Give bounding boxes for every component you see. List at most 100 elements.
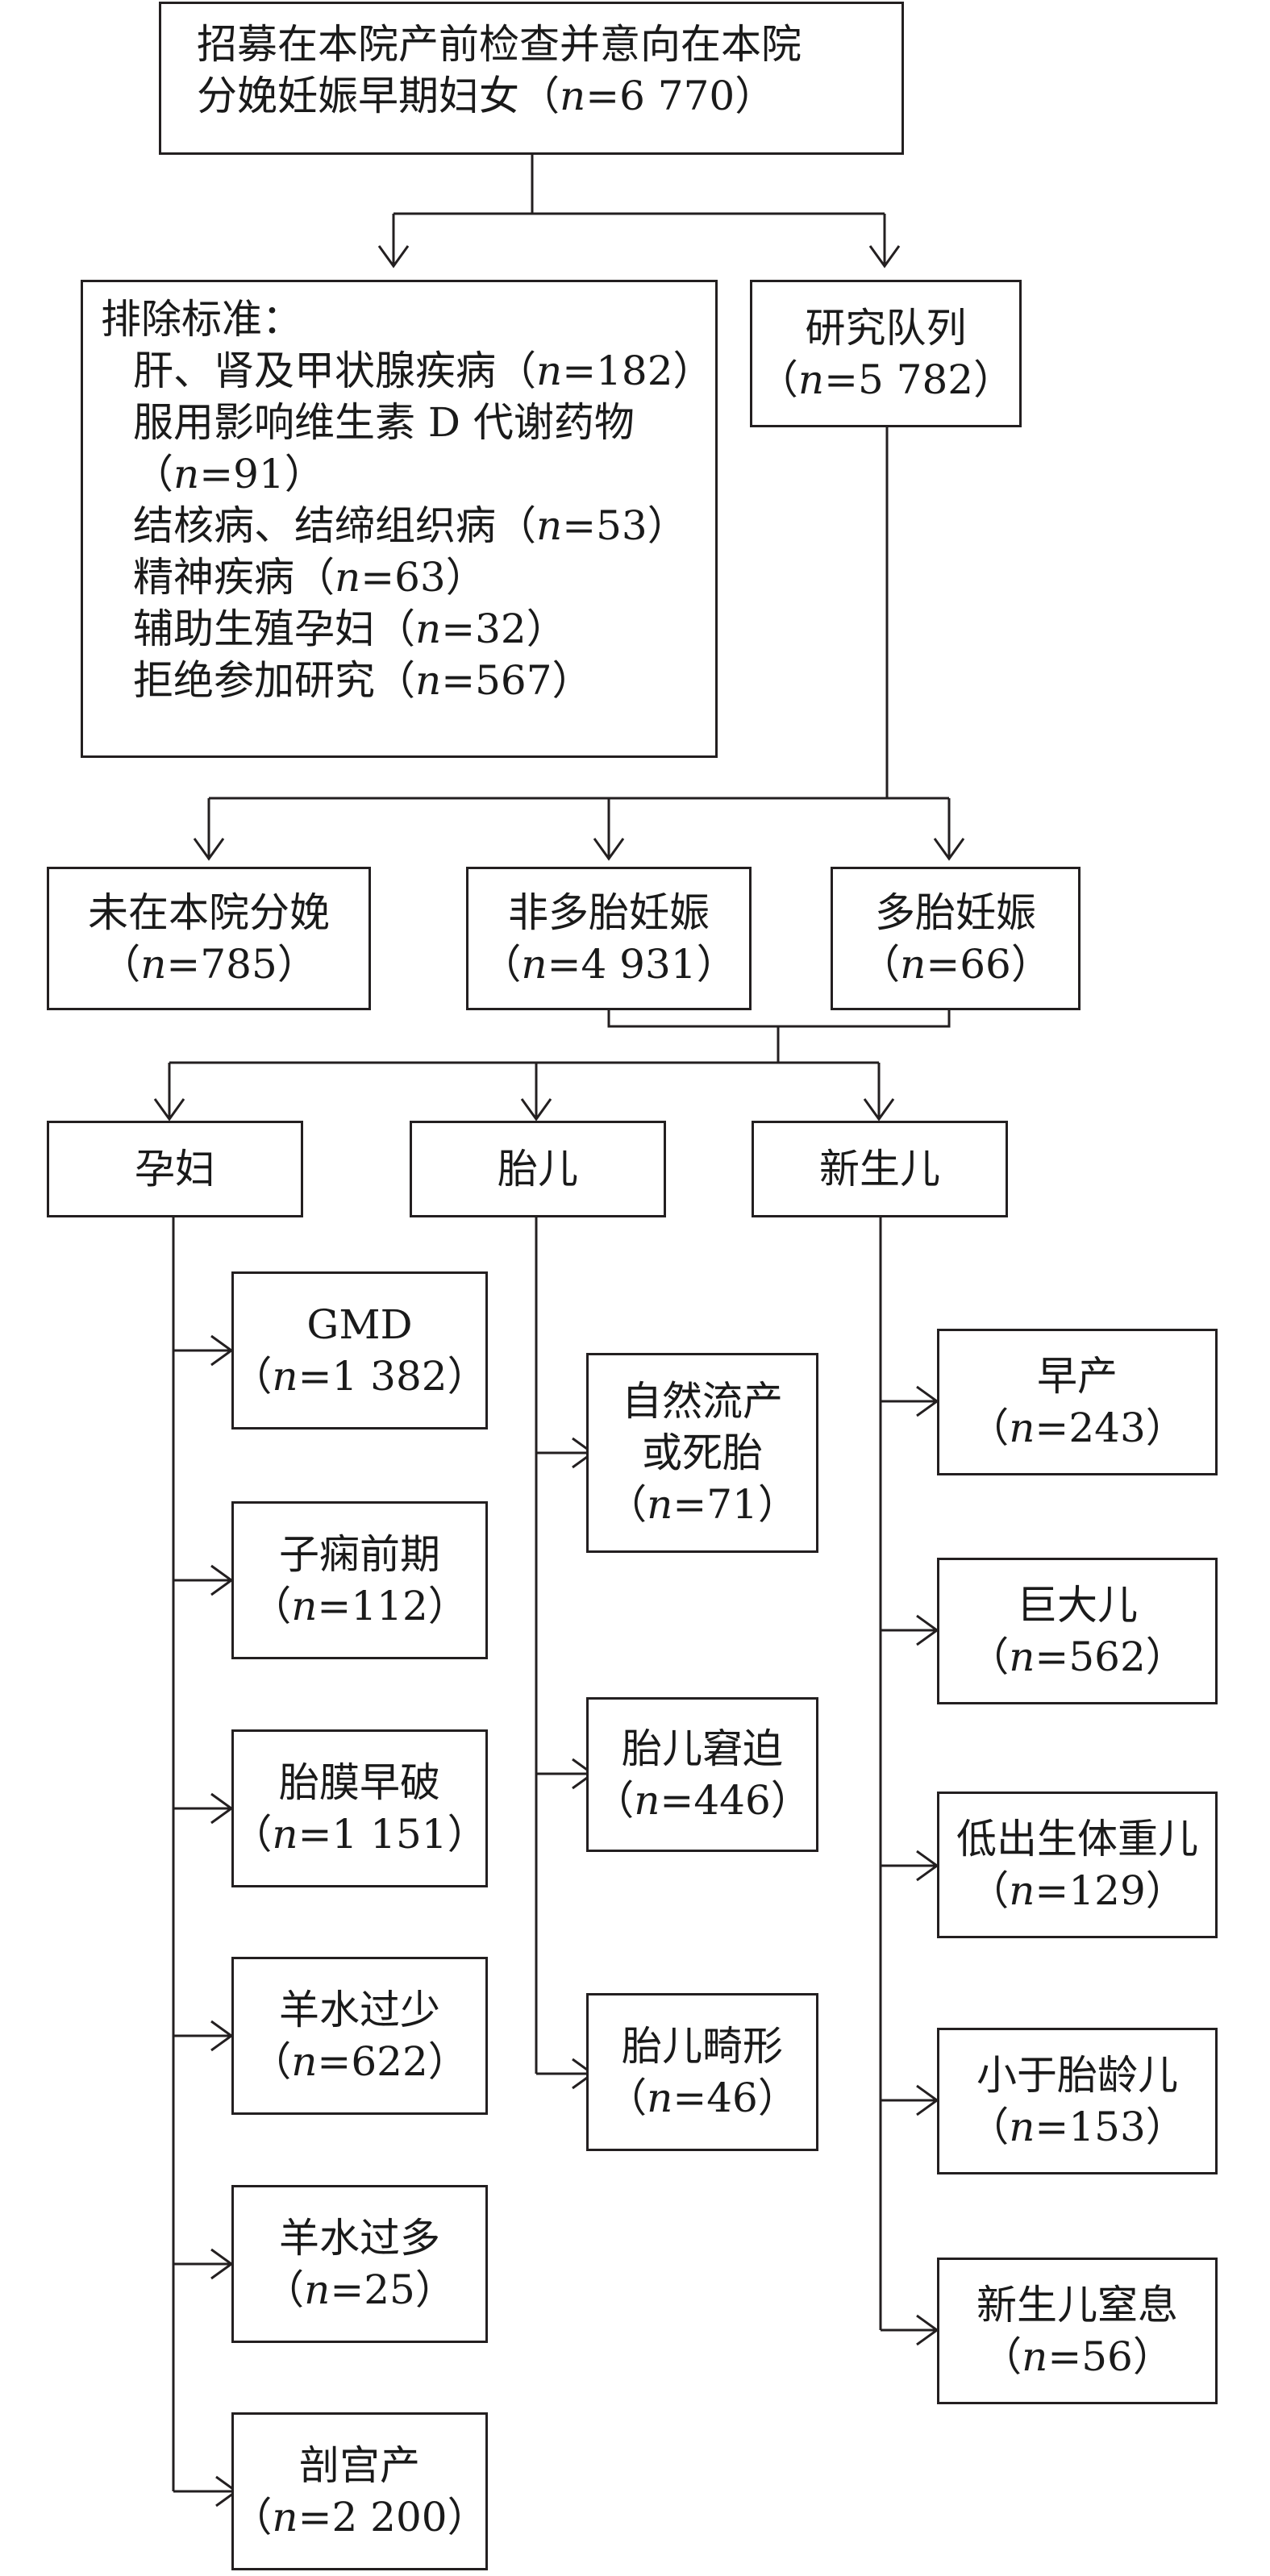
exclusion-item-n: n [173,451,200,497]
neonatal-outcome-box: 巨大儿（n=562） [937,1558,1218,1704]
exclusion-item-value: =32） [441,606,567,652]
maternal-outcome-open: （ [251,1583,292,1629]
fetal-outcome-label: 胎儿窘迫 [622,1725,783,1772]
maternal-outcome-value: =1 382） [298,1353,488,1400]
neonatal-outcome-box: 小于胎龄儿（n=153） [937,2028,1218,2174]
maternal-outcome-label: 羊水过少 [279,1987,440,2033]
not-delivered-label: 未在本院分娩 [88,889,330,936]
exclusion-item: 拒绝参加研究（n=567） [133,655,715,706]
maternal-outcome-count: （n=112） [251,1580,468,1632]
maternal-outcome-open: （ [231,2494,273,2541]
neonatal-outcome-n: n [1022,2333,1048,2380]
arrow-to-cohort [868,245,901,268]
arrow-to-singleton [593,838,625,861]
neonatal-outcome-open: （ [968,1867,1010,1914]
exclusion-item-n: n [415,606,442,652]
fetal-outcome-value: =446） [660,1777,811,1824]
neonatal-outcome-n: n [1009,2104,1035,2150]
exclusion-item-text: 结核病、结缔组织病（ [133,502,536,549]
connector-neonatal-2 [881,1850,939,1882]
singleton-label: 非多胎妊娠 [508,889,710,936]
maternal-outcome-box: 胎膜早破（n=1 151） [231,1729,488,1887]
connector-fetal-2 [536,2058,595,2090]
fetal-outcome-n: n [647,2075,673,2121]
fetal-outcome-box: 胎儿畸形（n=46） [586,1993,818,2151]
neonatal-outcome-n: n [1009,1405,1035,1451]
neonatal-outcome-box: 低出生体重儿（n=129） [937,1792,1218,1938]
neonatal-outcome-open: （ [981,2333,1022,2380]
maternal-outcome-count: （n=25） [264,2264,456,2316]
neonatal-outcome-count: （n=243） [968,1402,1186,1454]
connector-fetal-0 [536,1437,595,1469]
cohort-open: （ [757,356,798,403]
connector-neonatal-1 [881,1614,939,1646]
singleton-open: （ [481,941,522,988]
maternal-outcome-value: =25） [330,2266,456,2313]
multiple-count: （n=66） [860,938,1051,990]
cohort-value: =5 782） [824,356,1014,403]
exclusion-item-text: 服用影响维生素 D 代谢药物 [133,399,635,446]
neonatal-outcome-label: 新生儿窒息 [976,2282,1178,2328]
neonatal-outcome-value: =56） [1047,2333,1173,2380]
cohort-count: （n=5 782） [758,354,1014,406]
maternal-outcome-label: GMD [306,1301,413,1348]
multiple-label: 多胎妊娠 [875,889,1036,936]
multiple-n: n [900,941,926,988]
exclusion-list: 肝、肾及甲状腺疾病（n=182）服用影响维生素 D 代谢药物（n=91）结核病、… [101,345,715,706]
maternal-outcome-value: =2 200） [298,2494,488,2541]
maternal-outcome-n: n [304,2266,331,2313]
connector-maternal-0 [173,1334,234,1367]
neonatal-outcome-box: 早产（n=243） [937,1329,1218,1475]
connector-maternal-3 [173,2020,234,2052]
neonatal-outcome-value: =243） [1035,1405,1186,1451]
neonatal-outcome-n: n [1009,1633,1035,1680]
exclusion-item-text: 拒绝参加研究（ [133,657,415,704]
not-delivered-open: （ [100,941,141,988]
arrow-to-not-delivered [193,838,225,861]
singleton-count: （n=4 931） [481,938,736,990]
fetal-outcome-count: （n=71） [606,1479,798,1530]
neonatal-outcome-value: =562） [1035,1633,1186,1680]
neonatal-outcome-open: （ [968,1405,1010,1451]
fetal-outcome-value: =46） [672,2075,798,2121]
maternal-outcome-n: n [291,1583,318,1629]
fetal-outcome-open: （ [593,1777,635,1824]
connector-merge [168,1008,951,1119]
maternal-outcome-label: 胎膜早破 [279,1759,440,1806]
neonatal-outcome-n: n [1009,1867,1035,1914]
neonatal-outcome-count: （n=562） [968,1631,1186,1683]
exclusion-item: （n=91） [133,448,715,500]
recruitment-n: n [560,73,586,119]
not-delivered-n: n [140,941,167,988]
exclusion-item-text: （ [133,451,173,497]
multiple-open: （ [860,941,901,988]
maternal-outcome-box: 子痫前期（n=112） [231,1501,488,1659]
exclusion-item: 精神疾病（n=63） [133,551,715,603]
exclusion-item-value: =567） [441,657,593,704]
singleton-n: n [521,941,548,988]
group-neonatal-label: 新生儿 [819,1146,940,1192]
maternal-outcome-box: 剖宫产（n=2 200） [231,2412,488,2570]
neonatal-outcome-label: 低出生体重儿 [956,1816,1198,1862]
group-maternal-label: 孕妇 [135,1146,215,1192]
maternal-outcome-count: （n=1 151） [231,1808,487,1860]
group-fetal-box: 胎儿 [410,1121,666,1217]
exclusion-item-n: n [335,554,361,601]
not-delivered-value: =785） [166,941,318,988]
fetal-outcome-count: （n=446） [593,1775,811,1826]
exclusion-item-text: 肝、肾及甲状腺疾病（ [133,347,536,394]
cohort-label: 研究队列 [805,304,967,352]
neonatal-outcome-box: 新生儿窒息 （n=56） [937,2258,1218,2404]
group-maternal-box: 孕妇 [47,1121,303,1217]
group-neonatal-box: 新生儿 [752,1121,1008,1217]
connector-maternal-4 [173,2248,234,2280]
fetal-outcome-label: 胎儿畸形 [622,2023,783,2070]
recruitment-box: 招募在本院产前检查并意向在本院 分娩妊娠早期妇女（n=6 770） [159,2,904,155]
fetal-outcome-box: 自然流产或死胎（n=71） [586,1353,818,1553]
fetal-outcome-n: n [634,1777,660,1824]
neonatal-outcome-label: 早产 [1037,1353,1118,1400]
neonatal-outcome-count: （n=129） [968,1865,1186,1916]
fetal-outcome-label: 自然流产 [622,1378,783,1425]
maternal-outcome-label: 子痫前期 [279,1531,440,1578]
singleton-value: =4 931） [547,941,737,988]
